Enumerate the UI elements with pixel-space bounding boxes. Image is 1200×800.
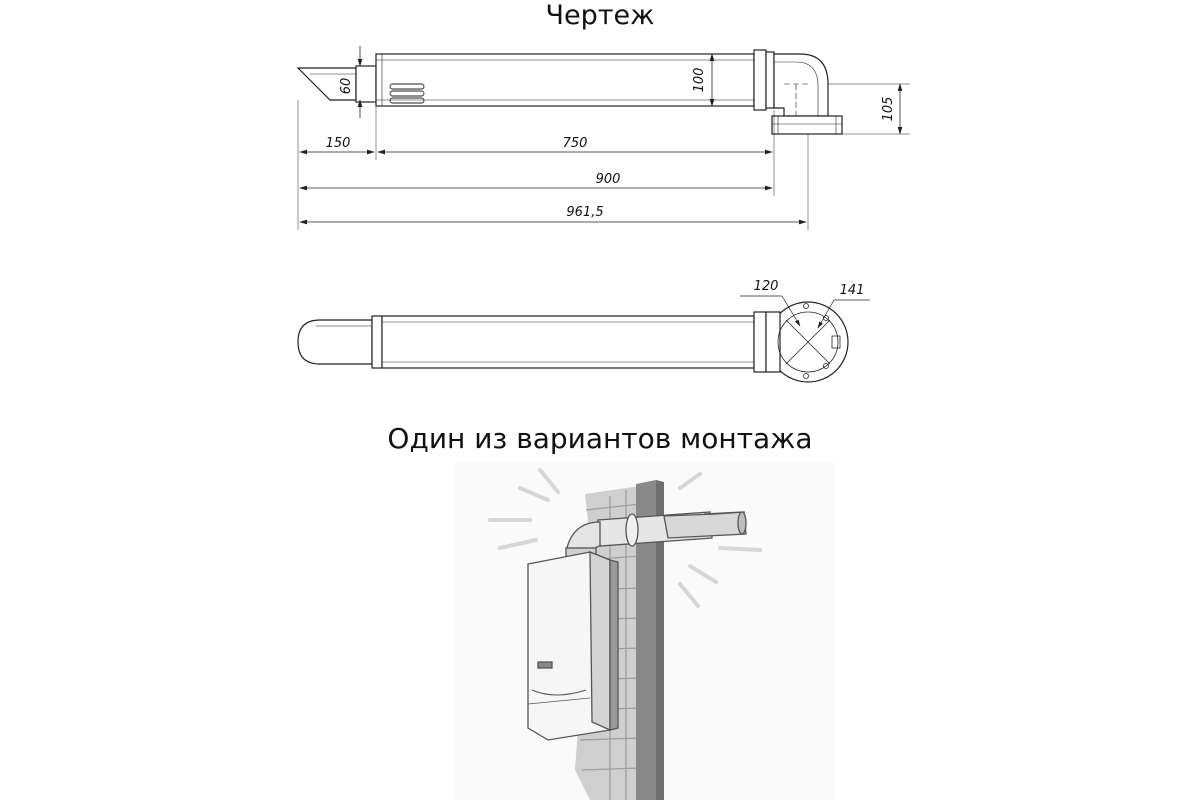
dim-flange-diagonal: 141 — [840, 283, 865, 298]
light-rays — [488, 468, 762, 608]
dimension-lines — [297, 46, 910, 230]
dimension-labels: 60 100 105 150 750 900 961,5 — [326, 68, 896, 220]
flue-pipe — [565, 511, 747, 559]
dim-terminal-diameter: 60 — [339, 78, 354, 95]
dim-bolt-spacing: 120 — [754, 279, 779, 294]
flange — [771, 115, 843, 135]
dim-length-to-elbow: 900 — [596, 172, 621, 187]
dim-overall-length: 961,5 — [566, 205, 603, 220]
terminal-rounded-end — [297, 319, 373, 365]
side-view — [296, 49, 843, 135]
top-main-pipe — [381, 315, 755, 369]
main-pipe — [375, 53, 755, 107]
gas-boiler — [527, 551, 619, 741]
drawing-title: Чертеж — [545, 0, 655, 31]
intake-slots — [389, 83, 425, 104]
dim-pipe-length: 750 — [563, 136, 588, 151]
dim-terminal-length: 150 — [326, 136, 351, 151]
dim-flange-height: 105 — [881, 97, 896, 122]
dim-pipe-diameter: 100 — [692, 68, 707, 93]
top-view — [297, 295, 870, 383]
mounting-title: Один из вариантов монтажа — [387, 422, 813, 455]
